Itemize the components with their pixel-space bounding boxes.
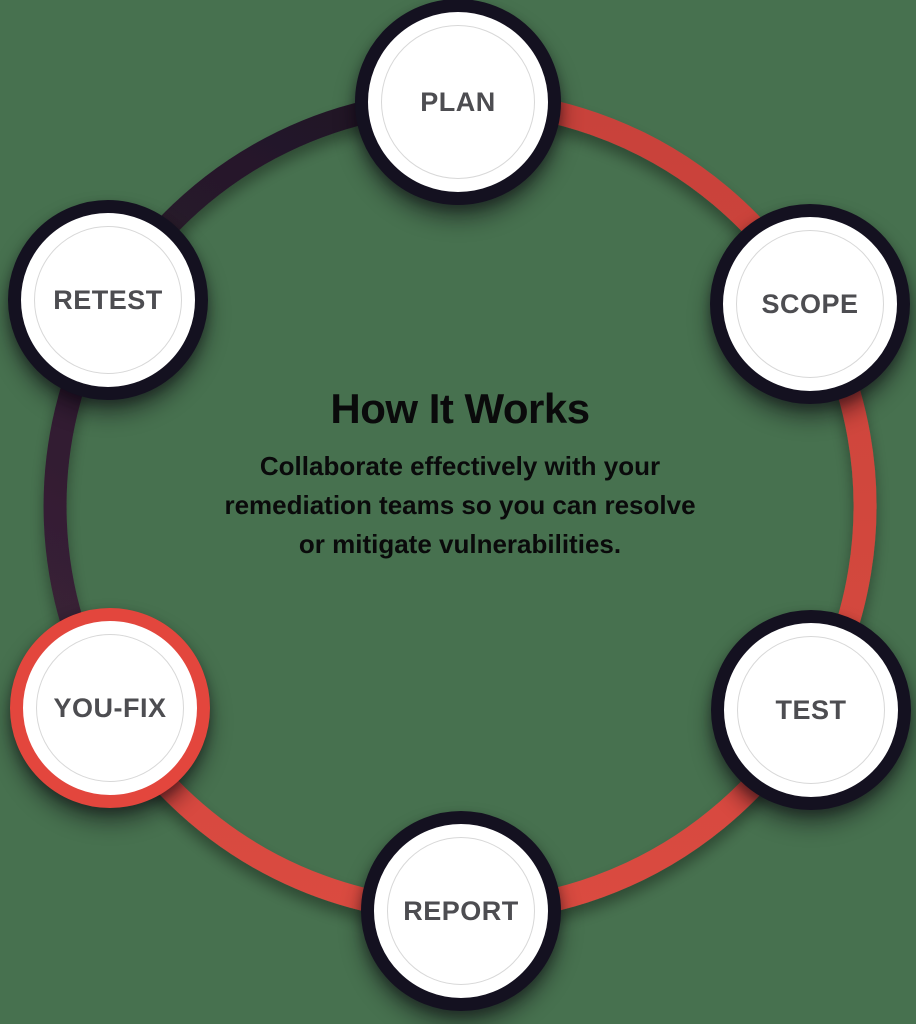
step-label-retest: RETEST bbox=[53, 284, 163, 315]
step-node-inner-ring: YOU-FIX bbox=[36, 634, 184, 782]
subtitle-line-1: Collaborate effectively with your bbox=[259, 451, 661, 481]
step-node-report: REPORT bbox=[361, 811, 561, 1011]
step-label-test: TEST bbox=[775, 694, 847, 725]
step-node-retest: RETEST bbox=[8, 200, 208, 400]
step-node-test: TEST bbox=[711, 610, 911, 810]
step-node-scope: SCOPE bbox=[710, 204, 910, 404]
step-label-report: REPORT bbox=[403, 895, 519, 926]
subtitle-line-3: or mitigate vulnerabilities. bbox=[298, 529, 622, 559]
step-node-inner-ring: TEST bbox=[737, 636, 885, 784]
subtitle-line-2: remediation teams so you can resolve bbox=[224, 490, 696, 520]
diagram-title: How It Works bbox=[330, 385, 590, 432]
step-node-plan: PLAN bbox=[355, 0, 561, 205]
step-node-inner-ring: PLAN bbox=[381, 25, 535, 179]
step-node-you-fix: YOU-FIX bbox=[10, 608, 210, 808]
step-label-you-fix: YOU-FIX bbox=[53, 692, 167, 723]
step-label-scope: SCOPE bbox=[761, 288, 859, 319]
step-label-plan: PLAN bbox=[420, 86, 496, 117]
center-text-block: How It Works Collaborate effectively wit… bbox=[150, 386, 770, 564]
step-node-inner-ring: REPORT bbox=[387, 837, 535, 985]
step-node-inner-ring: SCOPE bbox=[736, 230, 884, 378]
diagram-subtitle: Collaborate effectively with your remedi… bbox=[150, 447, 770, 564]
step-node-inner-ring: RETEST bbox=[34, 226, 182, 374]
